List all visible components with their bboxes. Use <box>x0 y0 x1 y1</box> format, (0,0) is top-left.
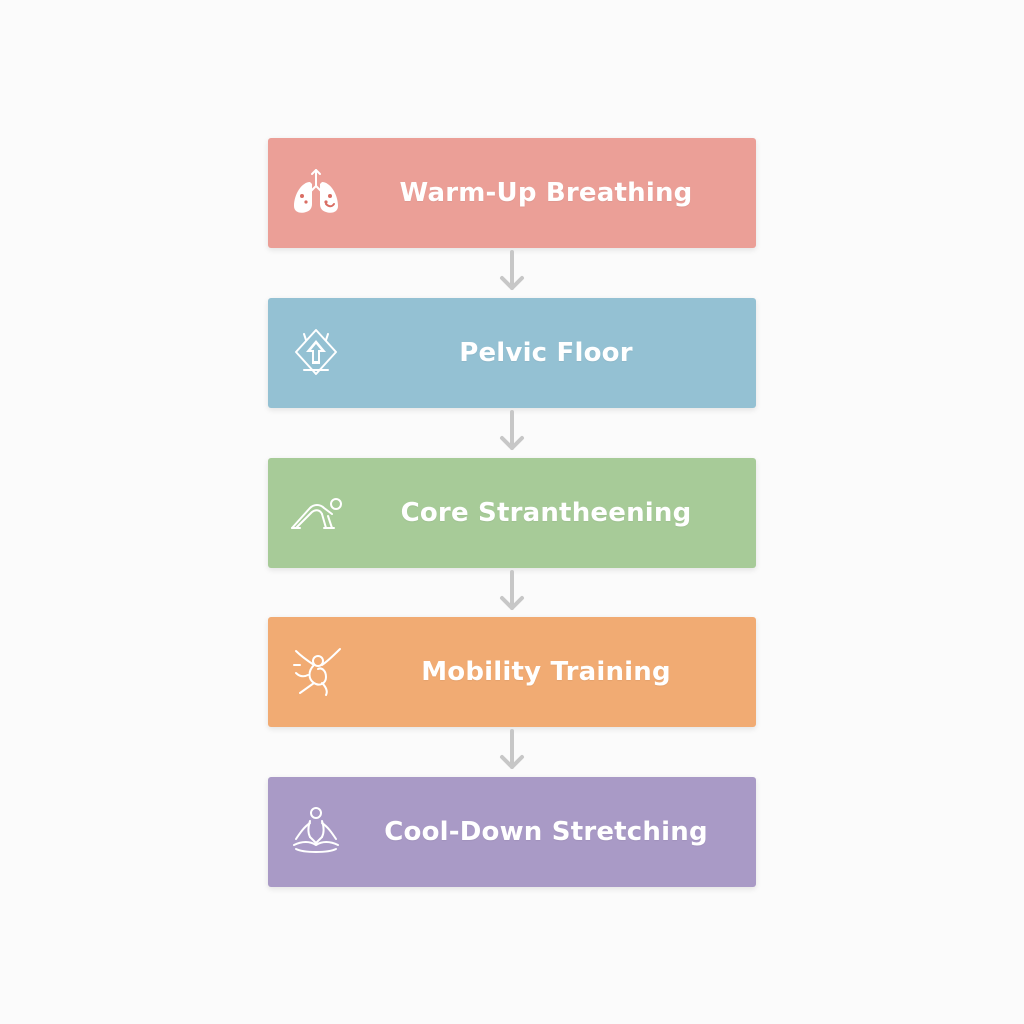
step-label: Mobility Training <box>421 657 671 687</box>
arrow-down-icon <box>492 248 532 298</box>
stretching-figure-icon <box>288 639 344 703</box>
step-core-strengthening: Core Strantheening <box>268 458 756 568</box>
step-warm-up-breathing: Warm-Up Breathing <box>268 138 756 248</box>
lungs-icon <box>288 160 344 224</box>
arrow-down-icon <box>492 408 532 458</box>
step-label: Pelvic Floor <box>459 338 633 368</box>
step-label: Cool-Down Stretching <box>384 817 708 847</box>
arrow-down-icon <box>492 727 532 777</box>
arrow-down-icon <box>492 568 532 618</box>
step-label: Core Strantheening <box>400 498 692 528</box>
step-label: Warm-Up Breathing <box>399 178 693 208</box>
step-cool-down-stretching: Cool-Down Stretching <box>268 777 756 887</box>
pelvic-up-arrow-icon <box>288 320 344 384</box>
step-mobility-training: Mobility Training <box>268 617 756 727</box>
meditation-pose-icon <box>288 799 344 863</box>
step-pelvic-floor: Pelvic Floor <box>268 298 756 408</box>
plank-pose-icon <box>288 480 344 544</box>
